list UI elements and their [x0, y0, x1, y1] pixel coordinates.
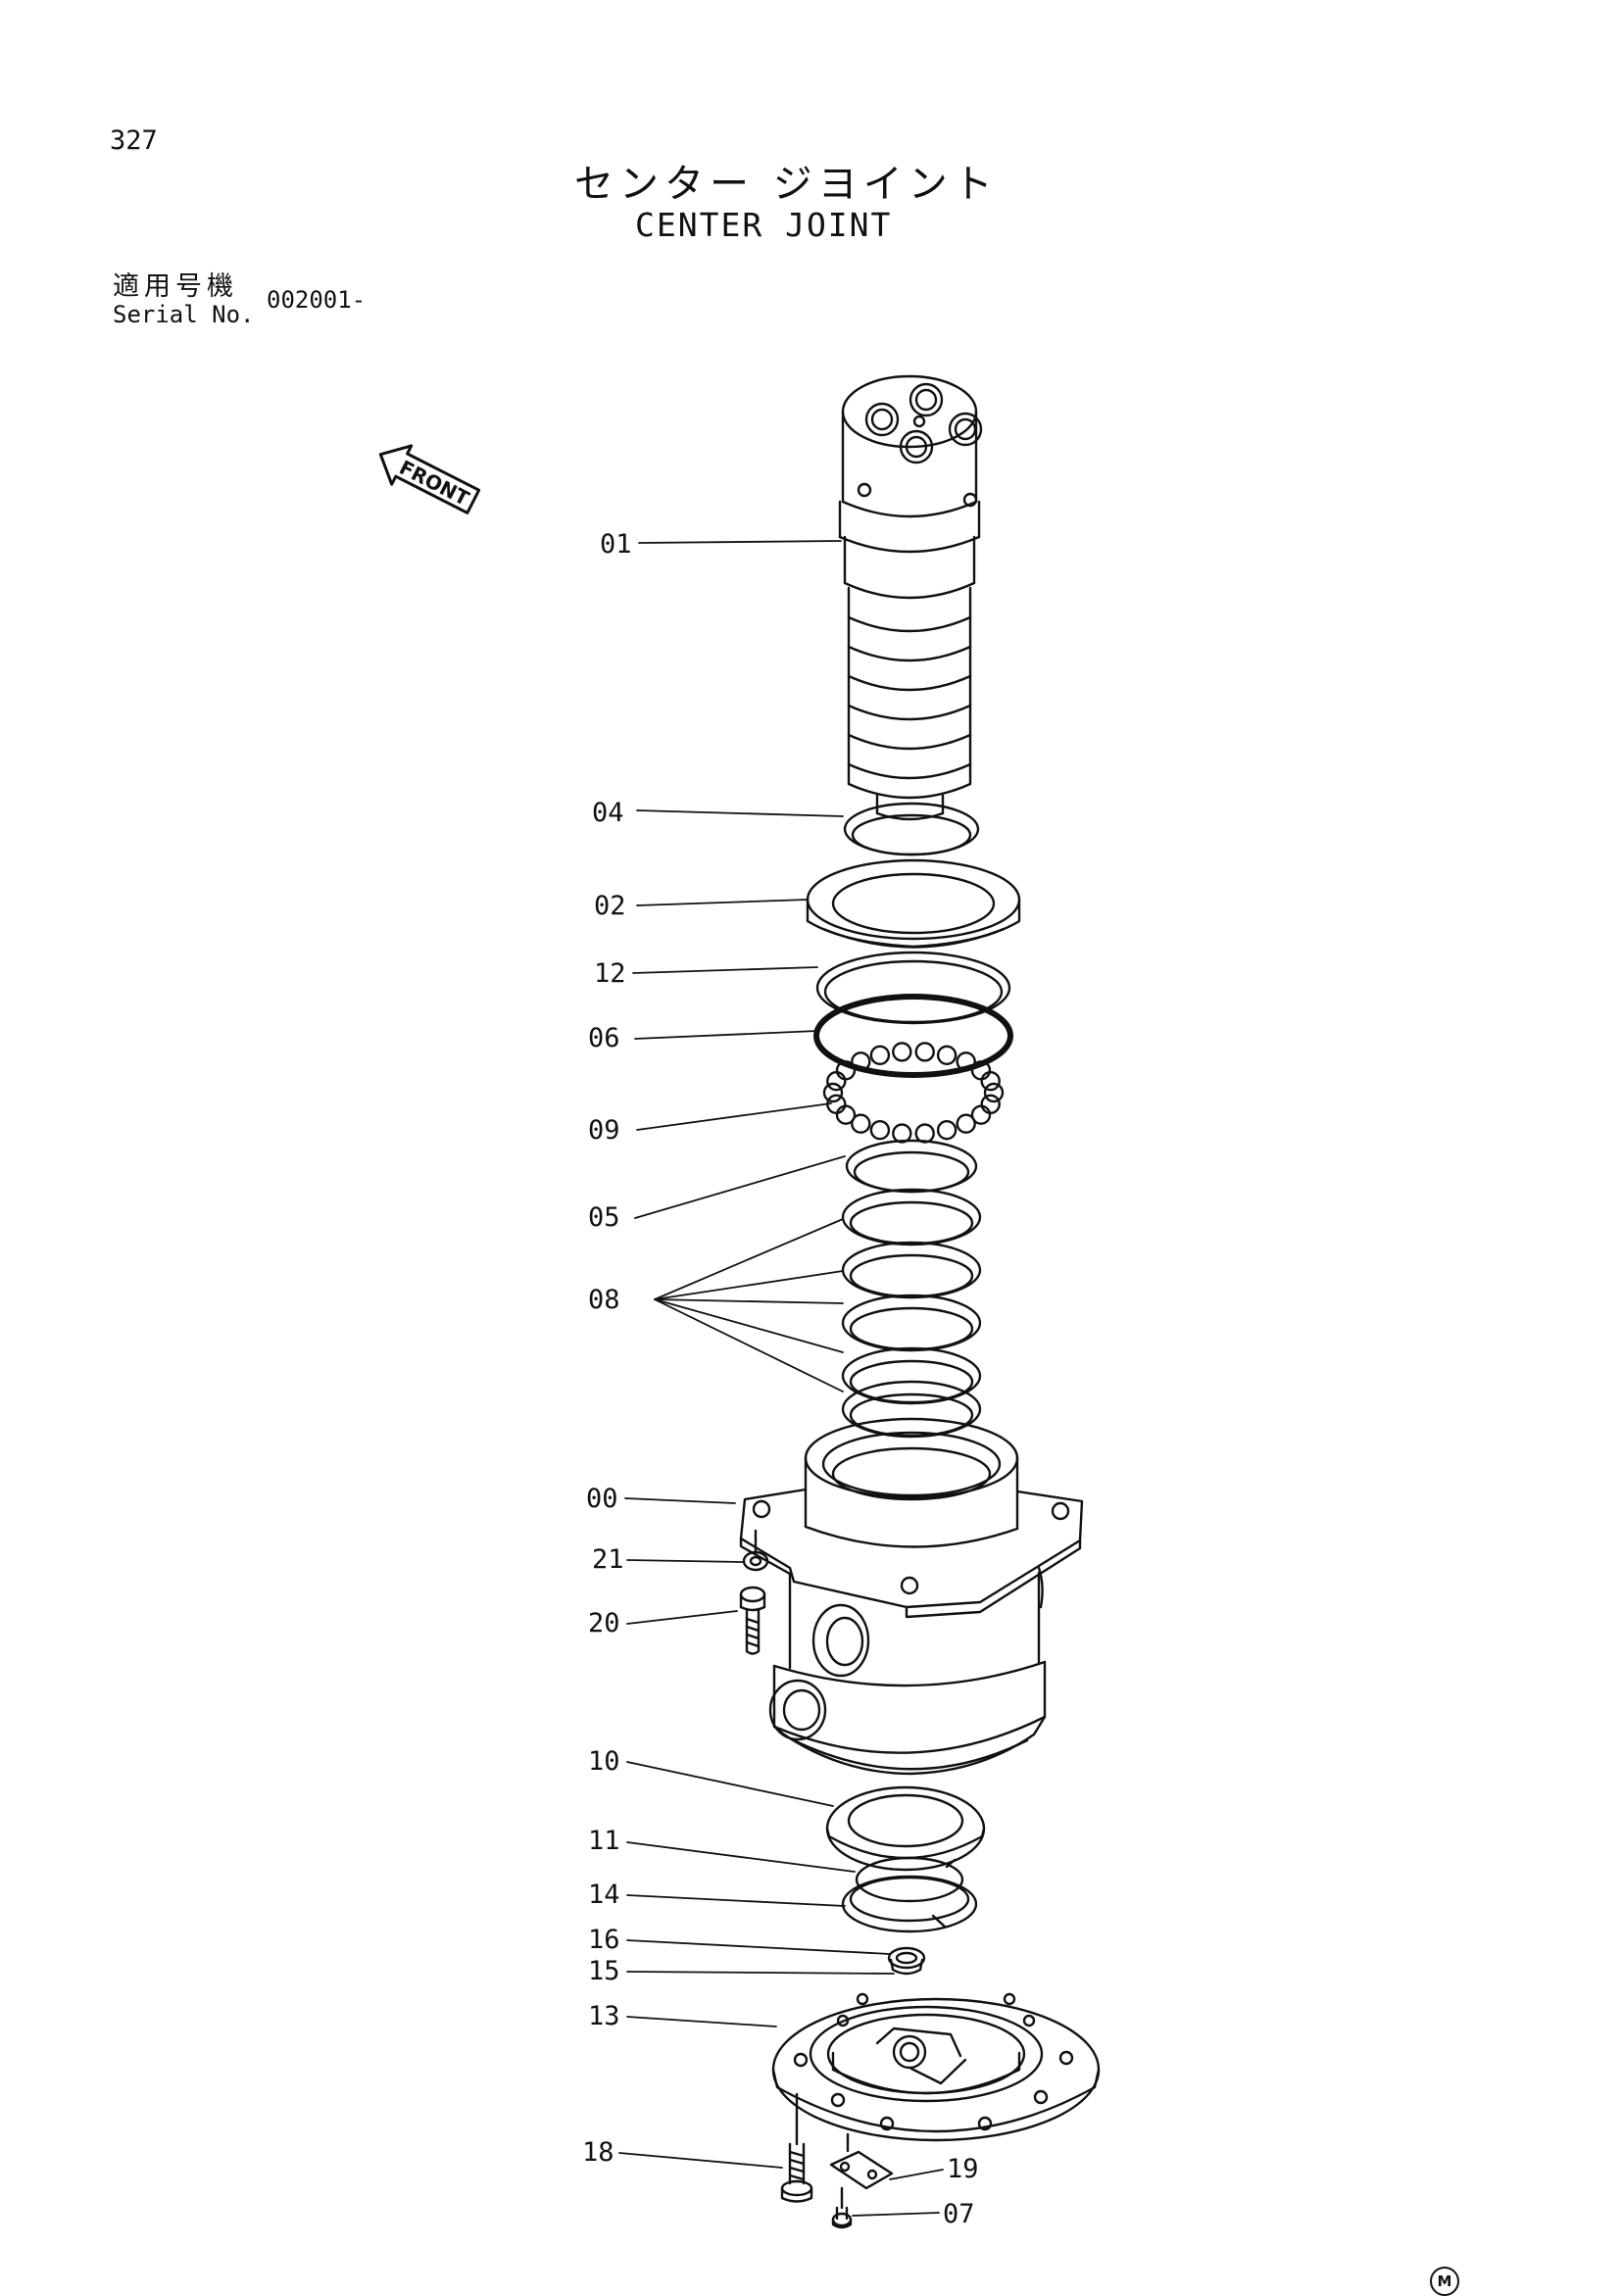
bearing-ball	[892, 1042, 912, 1062]
label-part-20: 20	[588, 1608, 620, 1638]
part-01-spindle	[838, 374, 983, 821]
label-part-01: 01	[600, 529, 632, 560]
bearing-ball	[869, 1119, 891, 1141]
bearing-ball	[822, 1082, 844, 1103]
bearing-ball	[835, 1060, 857, 1081]
label-part-09: 09	[588, 1115, 620, 1146]
part-16-15-seal	[887, 1946, 926, 1976]
bearing-ball	[851, 1051, 871, 1072]
part-06-o-ring	[813, 994, 1013, 1078]
serial-label-english: Serial No.	[113, 301, 255, 328]
label-part-15: 15	[588, 1956, 620, 1986]
label-part-02: 02	[594, 891, 626, 921]
label-part-06: 06	[588, 1023, 620, 1053]
bearing-ball	[956, 1113, 976, 1134]
bearing-ball	[936, 1119, 958, 1141]
bearing-ball	[980, 1094, 1001, 1115]
bearing-ball	[956, 1051, 976, 1072]
label-part-13: 13	[588, 2001, 620, 2031]
part-02-cover	[806, 858, 1021, 949]
label-part-04: 04	[592, 798, 624, 828]
label-part-19: 19	[947, 2154, 979, 2184]
serial-label-japanese: 適用号機	[113, 271, 238, 302]
bearing-ball	[892, 1123, 912, 1144]
bearing-ball	[970, 1104, 992, 1125]
label-part-08: 08	[588, 1285, 620, 1315]
part-07-screw	[831, 2186, 853, 2229]
label-part-12: 12	[594, 958, 626, 989]
bearing-ball	[835, 1104, 857, 1125]
bearing-ball	[914, 1042, 935, 1062]
part-09-ball-bearing	[822, 1042, 1005, 1144]
part-04-ring	[843, 802, 980, 856]
label-part-07: 07	[943, 2199, 975, 2229]
label-part-10: 10	[588, 1746, 620, 1777]
part-14-ring	[841, 1875, 978, 1933]
part-18-bolt	[780, 2092, 813, 2203]
label-part-21: 21	[592, 1544, 624, 1575]
label-part-05: 05	[588, 1202, 620, 1233]
bearing-ball	[826, 1070, 847, 1092]
title-english: CENTER JOINT	[635, 206, 893, 244]
title-japanese: センター ジヨイント	[574, 162, 999, 207]
label-part-16: 16	[588, 1925, 620, 1955]
bearing-ball	[914, 1123, 935, 1144]
bearing-ball	[936, 1045, 958, 1066]
label-part-18: 18	[582, 2137, 614, 2168]
leader-lines	[618, 540, 944, 2217]
part-11-ring	[855, 1856, 964, 1903]
part-20-bolt	[739, 1586, 766, 1655]
bearing-ball	[983, 1082, 1005, 1103]
part-21-washer	[742, 1529, 769, 1572]
label-part-14: 14	[588, 1880, 620, 1910]
label-part-11: 11	[588, 1826, 620, 1856]
part-00-body	[739, 1417, 1084, 1776]
bearing-ball	[980, 1070, 1001, 1092]
front-arrow-icon: FRONT	[378, 444, 481, 514]
label-part-00: 00	[586, 1484, 618, 1514]
part-12-ring	[815, 951, 1011, 1025]
part-05-08-seal-rings	[841, 1139, 982, 1439]
part-19-lock-plate	[829, 2132, 894, 2190]
bearing-ball	[851, 1113, 871, 1134]
part-13-bottom-cover	[771, 1992, 1101, 2142]
serial-number-value: 002001-	[267, 286, 367, 314]
page-number: 327	[110, 125, 158, 156]
bearing-ball	[869, 1045, 891, 1066]
